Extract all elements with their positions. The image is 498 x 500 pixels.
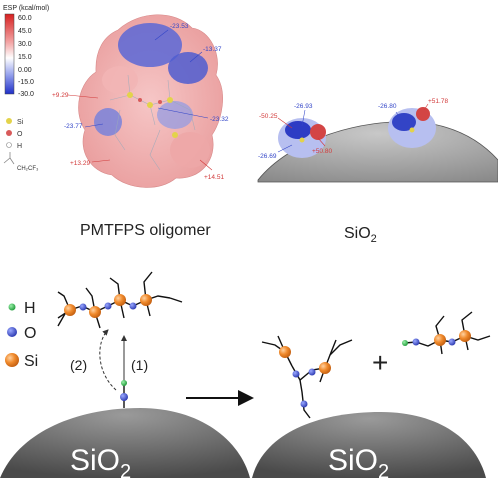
atom-legend-bottom: H O Si: [5, 300, 38, 370]
negative-region-top: [118, 23, 182, 67]
esp-tick-0: 0.00: [18, 67, 32, 74]
atom-legend-top: Si O H CH₂CF₃: [3, 118, 39, 172]
step2-label: (2): [70, 357, 87, 373]
oligomer-value-6: +13.29: [70, 160, 90, 167]
si-legend-ball: [5, 353, 19, 367]
oligomer-skeleton: [109, 74, 196, 171]
sio2-site-left-neg: [285, 121, 311, 139]
si-legend-dot: [6, 118, 12, 124]
sio2-value-labels: -50.25 -26.93 -26.69 +50.80 -26.80 +51.7…: [258, 98, 448, 160]
sio2-value-3: -26.69: [258, 153, 277, 160]
oligomer-value-7: +14.51: [204, 174, 224, 181]
negative-region-left: [94, 108, 122, 136]
esp-tick-15: 15.0: [18, 54, 32, 61]
grafted-atoms: [279, 346, 331, 408]
esp-scale: ESP (kcal/mol) 60.0 45.0 30.0 15.0 0.00 …: [3, 5, 49, 98]
plus-sign: +: [372, 347, 388, 378]
legend-bottom-o: O: [24, 325, 36, 342]
h-legend-ball: [8, 303, 16, 311]
step2-arrow: [99, 329, 117, 391]
sio2-value-4: +50.80: [312, 148, 332, 155]
sio2-dome-left: SiO2: [0, 408, 250, 483]
esp-tick-30: 30.0: [18, 41, 32, 48]
legend-group-label: CH₂CF₃: [17, 166, 39, 172]
legend-si-label: Si: [17, 119, 24, 126]
step1-label: (1): [131, 357, 148, 373]
sio2-site-right-pos: [416, 107, 430, 121]
sio2-value-6: +51.78: [428, 98, 448, 105]
esp-color-bar: [4, 13, 15, 95]
sio2-dome-right-shape: [252, 412, 486, 478]
sio2-esp-surface: [257, 107, 498, 183]
sio2-dome-right: SiO2: [252, 412, 486, 483]
sio2-left-label: SiO2: [70, 444, 131, 483]
sio2-value-2: -26.93: [294, 103, 313, 110]
sio2-right-label: SiO2: [328, 444, 389, 483]
sio2-value-5: -26.80: [378, 103, 397, 110]
o-legend-dot: [6, 130, 12, 136]
oligomer-value-4: -23.77: [64, 123, 83, 130]
esp-tick-minus30: -30.0: [18, 91, 34, 98]
esp-scale-title: ESP (kcal/mol): [3, 5, 49, 12]
released-fragment-atoms: [402, 330, 471, 346]
released-fragment: [404, 311, 491, 355]
sio2-dome-left-shape: [0, 408, 250, 478]
oligomer-atoms: [127, 92, 178, 138]
h-legend-dot: [6, 142, 12, 148]
positive-region-bottom: [170, 132, 210, 168]
sio2-site-right-neg: [392, 113, 416, 131]
oligomer-chain-left: [57, 271, 183, 329]
silanol-left: [120, 380, 128, 408]
esp-tick-60: 60.0: [18, 15, 32, 22]
sio2-value-1: -50.25: [259, 113, 278, 120]
esp-tick-45: 45.0: [18, 28, 32, 35]
caption-oligomer: PMTFPS oligomer: [80, 222, 211, 239]
ch2cf3-icon: [3, 152, 15, 165]
o-legend-ball: [7, 327, 17, 337]
legend-bottom-si: Si: [24, 353, 38, 370]
legend-o-label: O: [17, 131, 23, 138]
oligomer-esp-surface: [78, 14, 223, 188]
negative-region-right: [168, 52, 208, 84]
oligomer-value-1: -23.53: [170, 23, 189, 30]
positive-region-left: [102, 66, 138, 94]
oligomer-value-3: +9.29: [52, 92, 69, 99]
oligomer-value-labels: -23.53 -13.37 +9.29 -23.77 -23.32 +13.29…: [52, 23, 229, 181]
step-arrows: (1) (2): [70, 329, 148, 391]
caption-sio2: SiO2: [344, 225, 377, 245]
negative-region-center: [157, 101, 193, 129]
oligomer-value-2: -13.37: [203, 46, 222, 53]
esp-tick-minus15: -15.0: [18, 79, 34, 86]
legend-bottom-h: H: [24, 300, 36, 317]
sio2-site-left-pos: [310, 124, 326, 140]
legend-h-label: H: [17, 143, 22, 150]
oligomer-value-5: -23.32: [210, 116, 229, 123]
oligomer-atoms-left: [64, 294, 152, 318]
